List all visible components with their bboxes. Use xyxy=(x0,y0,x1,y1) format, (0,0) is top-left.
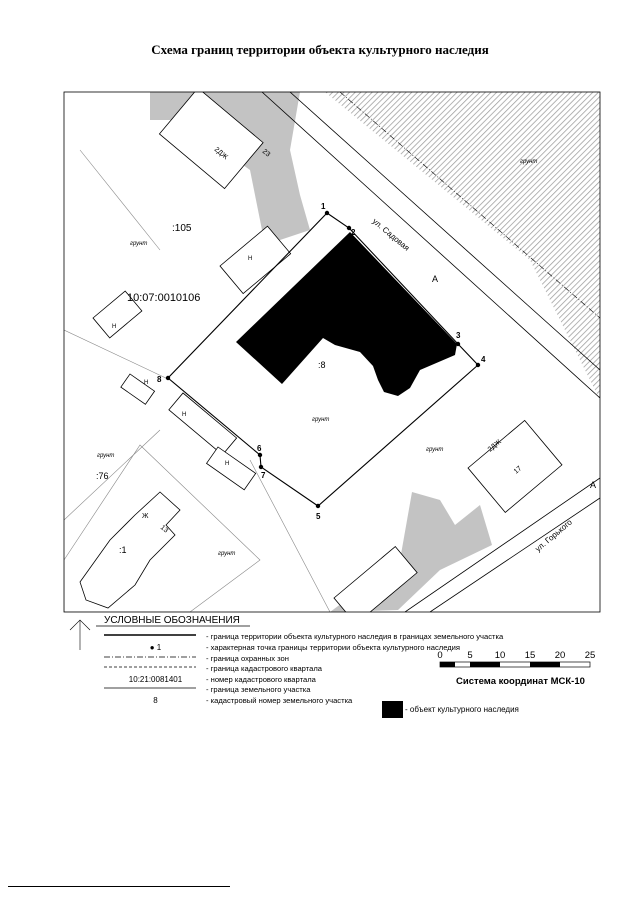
legend-sample-point: ● 1 xyxy=(149,643,162,652)
footer-rule xyxy=(8,886,230,887)
ground-label: грунт xyxy=(218,551,235,557)
legend-sample-parcel-number: 8 xyxy=(153,696,158,705)
scale-tick: 25 xyxy=(584,650,596,661)
building-n xyxy=(120,373,156,405)
cadastral-line xyxy=(79,149,161,251)
building-number: 23 xyxy=(261,148,272,158)
legend-sample-quarter-number: 10:21:0081401 xyxy=(128,675,183,684)
legend-object-swatch xyxy=(382,701,403,718)
building-n xyxy=(205,446,257,491)
legend-item-quarter-boundary: - граница кадастрового квартала xyxy=(206,664,322,673)
scale-tick: 20 xyxy=(554,650,566,661)
ground-label: грунт xyxy=(312,417,329,423)
scale-tick: 15 xyxy=(524,650,536,661)
building-label: Н xyxy=(182,412,186,418)
legend-item-characteristic-point: - характерная точка границы территории о… xyxy=(206,643,461,652)
building-number: 17 xyxy=(513,465,524,475)
building-label: Н xyxy=(225,461,229,467)
protection-zone-line xyxy=(339,92,600,319)
road-edge xyxy=(289,92,600,371)
cultural-heritage-object xyxy=(236,232,457,396)
coordinate-system: Система координат МСК-10 xyxy=(456,676,585,687)
quarter-number: 10:07:0010106 xyxy=(127,292,200,304)
legend-item-protection-zone: - граница охранных зон xyxy=(206,654,289,663)
cadastral-line xyxy=(249,459,331,612)
legend-heading: УСЛОВНЫЕ ОБОЗНАЧЕНИЯ xyxy=(104,615,240,626)
street-label: А xyxy=(432,274,438,284)
parcel-label: :1 xyxy=(119,545,127,555)
point-label: 8 xyxy=(157,375,162,384)
legend-item-cultural-object: - объект культурного наследия xyxy=(405,705,519,714)
scale-tick: 5 xyxy=(467,650,473,661)
street-label: ул. Горького xyxy=(534,517,575,553)
cadastral-line xyxy=(64,329,171,381)
point-label: 6 xyxy=(257,444,262,453)
legend-samples xyxy=(69,619,250,689)
legend-item-territory-boundary: - граница территории объекта культурного… xyxy=(206,632,504,641)
street-label: А xyxy=(590,480,596,490)
legend-item-parcel-boundary: - граница земельного участка xyxy=(206,685,311,694)
parcel-label: :8 xyxy=(318,360,326,370)
page-title: Схема границ территории объекта культурн… xyxy=(151,42,489,57)
building-label: Н xyxy=(144,380,148,386)
point-label: 4 xyxy=(481,355,486,364)
point-label: 7 xyxy=(261,471,266,480)
point-label: 1 xyxy=(321,202,326,211)
scale-bar xyxy=(439,661,591,668)
legend-item-quarter-number: - номер кадастрового квартала xyxy=(206,675,316,684)
building-label: Н xyxy=(112,324,116,330)
parcel-label: :105 xyxy=(172,223,192,234)
parcel-76-outline xyxy=(64,444,261,612)
vegetation-strip xyxy=(325,92,600,400)
road-edge xyxy=(429,497,600,612)
scale-tick: 0 xyxy=(437,650,443,661)
building-zh-13 xyxy=(79,491,181,609)
road-edge xyxy=(404,477,600,612)
scale-tick: 10 xyxy=(494,650,506,661)
cadastral-line xyxy=(64,429,161,521)
boundary-points xyxy=(165,210,481,509)
ground-label: грунт xyxy=(426,447,443,453)
point-label: 3 xyxy=(456,331,461,340)
ground-label: грунт xyxy=(520,159,537,165)
point-label: 5 xyxy=(316,512,321,521)
building-n xyxy=(92,290,143,339)
vegetation-patch-top xyxy=(150,92,310,245)
building-2dzh-23 xyxy=(158,92,264,190)
ground-label: грунт xyxy=(130,241,147,247)
building-n xyxy=(168,392,238,456)
parcel-label: :76 xyxy=(96,471,109,481)
point-label: 2 xyxy=(351,228,356,237)
building-label: Н xyxy=(248,256,252,262)
building-bottom xyxy=(333,546,418,612)
building-label: Ж xyxy=(142,513,149,520)
road-edge xyxy=(261,92,600,399)
legend-item-parcel-number: - кадастровый номер земельного участка xyxy=(206,696,353,705)
building-2dzh-17 xyxy=(467,419,563,513)
building-number: 13 xyxy=(159,524,170,534)
ground-label: грунт xyxy=(97,453,114,459)
building-n xyxy=(219,225,292,295)
map-border xyxy=(63,91,601,613)
